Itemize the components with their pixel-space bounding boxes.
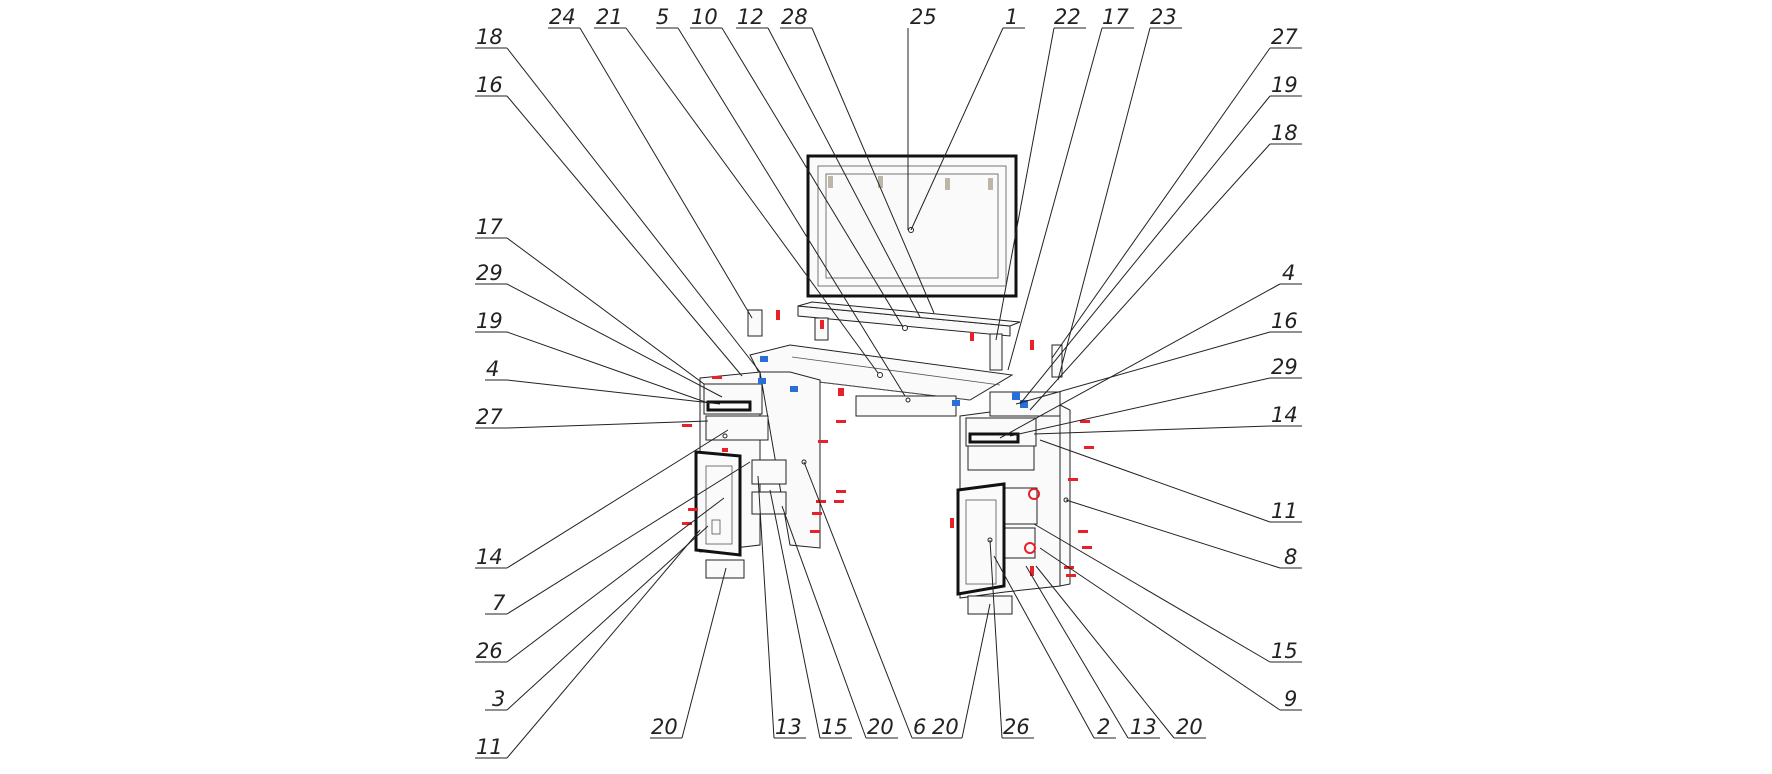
callout-label: 29 [476,261,503,285]
callout-top-23: 23 [1057,5,1182,381]
callout-label: 16 [1271,309,1298,333]
callout-top-10: 10 [690,5,904,328]
callout-right-27: 27 [1051,25,1302,359]
callout-bottom-20b: 20 [781,505,898,739]
callout-label: 21 [596,5,623,29]
callout-right-16: 16 [1015,309,1302,405]
callout-left-19: 19 [475,309,709,404]
callout-bottom-2: 2 [993,555,1116,739]
callout-left-29: 29 [475,261,723,398]
callout-bottom-13b: 13 [1025,565,1160,739]
callout-label: 13 [1130,715,1157,739]
furniture-drawing [682,154,1094,615]
callout-label: 24 [549,5,576,29]
callout-right-9: 9 [1039,547,1302,711]
callout-label: 12 [737,5,764,29]
callout-bottom-20a: 20 [650,567,727,739]
side-small-panel-right [1051,344,1063,378]
callout-label: 17 [476,215,503,239]
callout-label: 27 [476,405,503,429]
callout-bottom-20c: 20 [930,603,991,739]
callout-left-18: 18 [475,25,761,373]
callout-label: 17 [1102,5,1129,29]
callout-label: 18 [476,25,503,49]
callout-label: 5 [656,5,669,29]
callout-top-22: 22 [995,5,1086,341]
callout-label: 14 [476,545,503,569]
callout-label: 11 [476,735,503,759]
mirror-part [806,154,1018,298]
callout-right-4: 4 [999,261,1302,439]
callout-label: 20 [651,715,678,739]
callout-top-5: 5 [656,5,906,397]
callout-left-16: 16 [475,73,743,377]
callout-label: 7 [492,591,506,615]
callout-label: 6 [913,715,926,739]
callout-label: 11 [1271,499,1298,523]
callout-top-1: 1 [910,5,1025,231]
callout-left-17: 17 [475,215,705,385]
callout-top-17: 17 [1007,5,1134,371]
callout-label: 13 [775,715,802,739]
callout-right-19: 19 [1019,73,1302,405]
callout-top-25: 25 [907,5,937,230]
callout-right-8: 8 [1065,499,1302,569]
callout-top-28: 28 [780,5,935,314]
callout-label: 18 [1271,121,1298,145]
callout-label: 22 [1054,5,1081,29]
callout-bottom-26: 26 [989,539,1034,739]
callout-left-4: 4 [485,357,721,405]
callout-label: 25 [910,5,937,29]
left-cabinet-part [682,371,846,579]
right-cabinet-part [950,391,1094,615]
callout-top-21: 21 [594,5,879,374]
callout-label: 2 [1097,715,1110,739]
callout-top-12: 12 [736,5,921,318]
callout-label: 20 [932,715,959,739]
callout-label: 10 [691,5,718,29]
callout-right-18: 18 [1029,121,1302,411]
callout-top-24: 24 [548,5,753,319]
callout-label: 4 [486,357,499,381]
callout-label: 26 [476,639,503,663]
callout-bottom-6: 6 [803,461,930,739]
callout-label: 20 [867,715,894,739]
callout-left-7: 7 [485,461,751,615]
callout-label: 1 [1005,5,1018,29]
callout-label: 23 [1150,5,1177,29]
callout-label: 27 [1271,25,1298,49]
callout-label: 14 [1271,403,1298,427]
callout-bottom-20d: 20 [1035,565,1206,739]
top-shelf-part [776,301,1034,371]
callout-label: 9 [1284,687,1297,711]
callout-right-29: 29 [1009,355,1302,437]
callout-label: 26 [1003,715,1030,739]
callout-left-3: 3 [485,525,709,711]
callout-label: 28 [781,5,808,29]
callout-label: 3 [492,687,505,711]
callout-left-14: 14 [475,429,729,569]
callout-left-11: 11 [475,529,701,759]
callout-label: 19 [1271,73,1298,97]
callout-label: 15 [1271,639,1298,663]
callouts: 24 21 5 10 12 28 25 [475,5,1302,759]
callout-left-26: 26 [475,497,725,663]
callout-label: 19 [476,309,503,333]
callout-label: 16 [476,73,503,97]
callout-label: 8 [1284,545,1297,569]
callout-label: 4 [1282,261,1295,285]
callout-label: 15 [821,715,848,739]
callout-right-15: 15 [1033,523,1302,663]
table-top-part [749,344,1014,417]
callout-right-14: 14 [1033,403,1302,435]
callout-label: 20 [1176,715,1203,739]
callout-bottom-13a: 13 [757,475,806,739]
callout-left-27: 27 [475,405,709,429]
callout-label: 29 [1271,355,1298,379]
callout-bottom-15a: 15 [769,489,852,739]
callout-right-11: 11 [1039,439,1302,523]
